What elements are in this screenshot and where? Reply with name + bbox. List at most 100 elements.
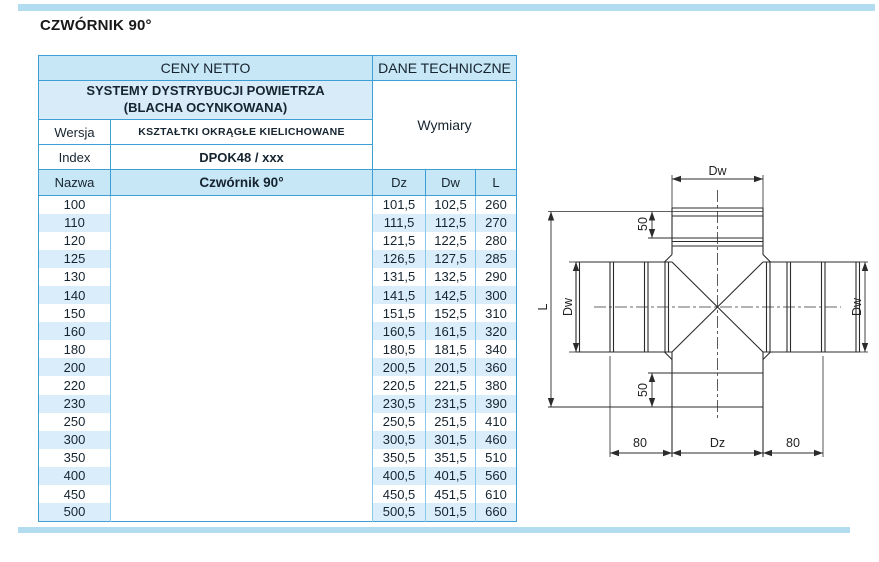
row-name-cell: 230 [38, 394, 111, 413]
row-dw-cell: 132,5 [425, 267, 476, 286]
row-l-cell: 360 [475, 358, 517, 377]
row-price-cell [109, 267, 373, 286]
row-dz-cell: 230,5 [372, 394, 426, 413]
row-l-cell: 510 [475, 448, 517, 467]
dane-techniczne-header: DANE TECHNICZNE [372, 55, 518, 81]
row-dw-cell: 112,5 [425, 213, 476, 232]
wersja-label: Wersja [38, 119, 111, 145]
row-dz-cell: 250,5 [372, 412, 426, 431]
row-dw-cell: 161,5 [425, 322, 476, 341]
row-dw-cell: 142,5 [425, 285, 476, 305]
dim-label-80-right: 80 [786, 436, 800, 450]
row-name-cell: 350 [38, 448, 111, 467]
row-name-cell: 160 [38, 322, 111, 341]
table-header: CENY NETTO DANE TECHNICZNE SYSTEMY DYSTR… [37, 55, 518, 196]
row-dz-cell: 141,5 [372, 285, 426, 305]
row-l-cell: 300 [475, 285, 517, 305]
header-row-index: Index DPOK48 / xxx [38, 144, 517, 170]
top-accent-bar [18, 4, 875, 11]
row-name-cell: 140 [38, 285, 111, 305]
row-name-cell: 200 [38, 358, 111, 377]
row-l-cell: 285 [475, 249, 517, 268]
header-row-wersja: Wersja KSZTAŁTKI OKRĄGŁE KIELICHOWANE [38, 119, 517, 145]
row-dz-cell: 121,5 [372, 231, 426, 250]
row-price-cell [109, 430, 373, 449]
row-dz-cell: 500,5 [372, 503, 426, 522]
row-dw-cell: 251,5 [425, 412, 476, 431]
row-l-cell: 410 [475, 412, 517, 431]
system-header-line1: SYSTEMY DYSTRYBUCJI POWIETRZA [86, 83, 325, 99]
ceny-netto-header: CENY NETTO [37, 55, 374, 81]
dim-label-dw-left: Dw [561, 297, 575, 316]
row-l-cell: 280 [475, 231, 517, 250]
row-price-cell [109, 340, 373, 359]
row-name-cell: 125 [38, 249, 111, 268]
row-dw-cell: 122,5 [425, 231, 476, 250]
header-row-system: SYSTEMY DYSTRYBUCJI POWIETRZA (BLACHA OC… [37, 80, 518, 170]
row-price-cell [109, 213, 373, 232]
row-price-cell [109, 376, 373, 395]
row-price-cell [109, 285, 373, 305]
row-dw-cell: 152,5 [425, 304, 476, 323]
row-dz-cell: 126,5 [372, 249, 426, 268]
system-header: SYSTEMY DYSTRYBUCJI POWIETRZA (BLACHA OC… [37, 80, 374, 120]
bottom-accent-bar [18, 527, 850, 533]
dimension-lines [547, 175, 869, 457]
row-dz-cell: 111,5 [372, 213, 426, 232]
row-dz-cell: 180,5 [372, 340, 426, 359]
system-header-line2: (BLACHA OCYNKOWANA) [123, 100, 288, 115]
col-header-dz: Dz [372, 169, 427, 196]
row-dz-cell: 350,5 [372, 448, 426, 467]
row-l-cell: 320 [475, 322, 517, 341]
row-price-cell [109, 485, 373, 504]
row-name-cell: 150 [38, 304, 111, 323]
header-row-nazwa: Nazwa Czwórnik 90° Dz Dw L [38, 169, 518, 196]
row-dw-cell: 102,5 [425, 195, 476, 214]
dim-label-50-top: 50 [636, 217, 650, 231]
row-dw-cell: 221,5 [425, 376, 476, 395]
row-dz-cell: 220,5 [372, 376, 426, 395]
row-price-cell [109, 412, 373, 431]
row-dz-cell: 300,5 [372, 430, 426, 449]
row-dw-cell: 201,5 [425, 358, 476, 377]
row-dw-cell: 351,5 [425, 448, 476, 467]
row-l-cell: 260 [475, 195, 517, 214]
row-name-cell: 130 [38, 267, 111, 286]
technical-drawing: Dw L 50 Dw Dw 50 80 Dz 80 [536, 164, 869, 457]
row-dz-cell: 450,5 [372, 485, 426, 504]
row-price-cell [109, 249, 373, 268]
dim-label-dw-top: Dw [708, 164, 727, 178]
row-price-cell [109, 448, 373, 467]
wersja-value: KSZTAŁTKI OKRĄGŁE KIELICHOWANE [109, 119, 374, 145]
header-row-sections: CENY NETTO DANE TECHNICZNE [37, 55, 518, 81]
dim-label-80-left: 80 [633, 436, 647, 450]
product-table: CENY NETTO DANE TECHNICZNE SYSTEMY DYSTR… [37, 55, 518, 522]
dim-label-l: L [536, 303, 550, 310]
dim-label-dw-right: Dw [850, 297, 864, 316]
row-name-cell: 100 [38, 195, 111, 214]
index-value: DPOK48 / xxx [109, 144, 374, 170]
row-name-cell: 400 [38, 466, 111, 485]
row-dz-cell: 151,5 [372, 304, 426, 323]
row-l-cell: 270 [475, 213, 517, 232]
nazwa-label: Nazwa [38, 169, 111, 196]
row-dw-cell: 401,5 [425, 466, 476, 485]
row-name-cell: 180 [38, 340, 111, 359]
row-l-cell: 610 [475, 485, 517, 504]
col-header-dw: Dw [425, 169, 477, 196]
col-header-l: L [475, 169, 518, 196]
row-dw-cell: 231,5 [425, 394, 476, 413]
